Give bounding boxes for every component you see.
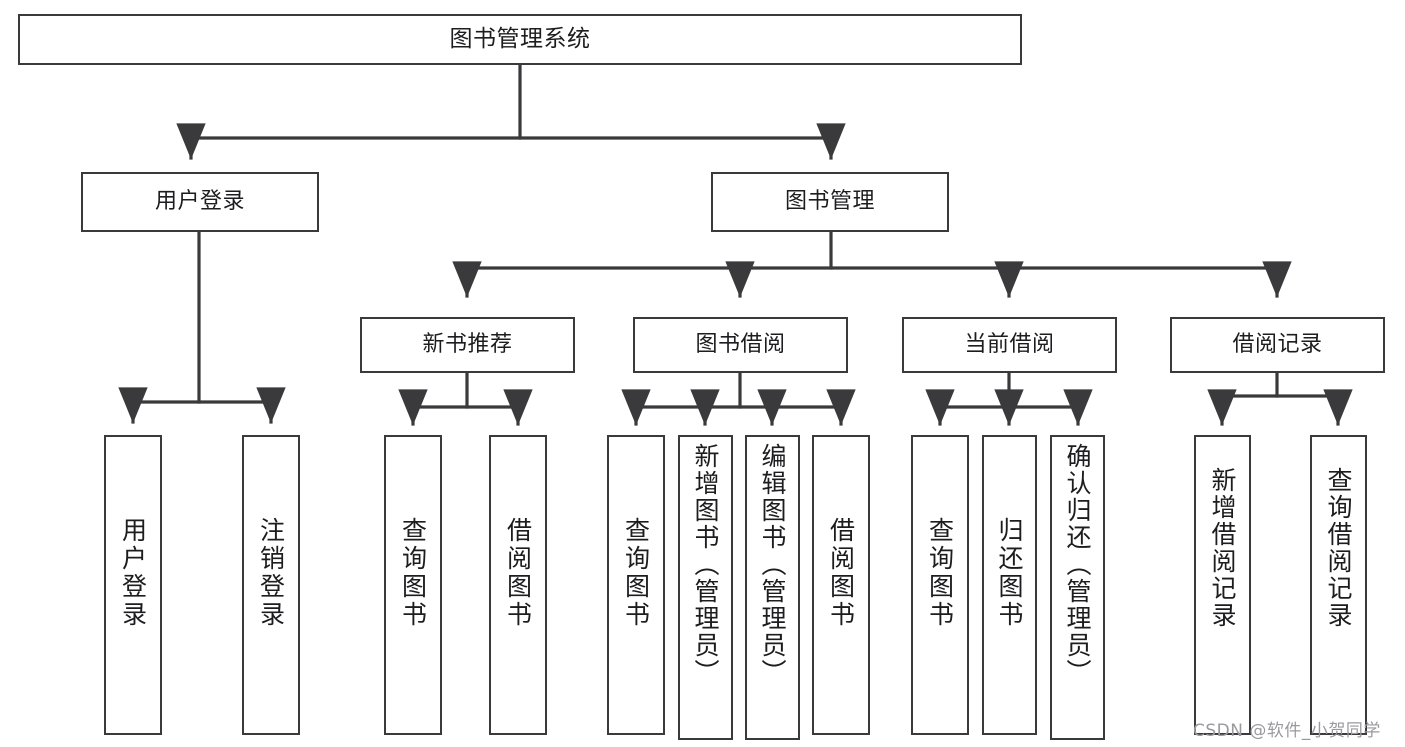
node-label: 图书借阅 [695,332,786,358]
node-new-book-recommend[interactable]: 新书推荐 [360,317,575,373]
leaf-borrow-lend-book[interactable]: 借阅图书 [812,435,870,735]
leaf-newbook-query-book[interactable]: 查询图书 [384,435,442,735]
leaf-current-query-book[interactable]: 查询图书 [911,435,969,735]
node-root-system[interactable]: 图书管理系统 [18,14,1022,65]
node-label: 查询图书 [925,517,955,629]
leaf-user-logout[interactable]: 注销登录 [242,435,300,735]
node-label: 注销登录 [256,517,286,629]
node-label: 借阅记录 [1232,332,1323,358]
node-label: 借阅图书 [503,517,533,629]
node-label: 用户登录 [118,517,148,629]
leaf-records-query-record[interactable]: 查询借阅记录 [1310,435,1367,735]
node-label: 查询借阅记录 [1324,467,1353,629]
leaf-borrow-add-book[interactable]: 新增图书（管理员） [678,435,733,740]
node-borrow-records[interactable]: 借阅记录 [1170,317,1385,373]
node-label: 编辑图书（管理员） [758,443,787,686]
node-label: 新书推荐 [422,332,513,358]
leaf-newbook-borrow-book[interactable]: 借阅图书 [489,435,547,735]
node-user-login[interactable]: 用户登录 [81,172,319,232]
node-current-borrow[interactable]: 当前借阅 [902,317,1117,373]
leaf-current-return-book[interactable]: 归还图书 [982,435,1037,735]
node-label: 确认归还（管理员） [1063,443,1092,686]
node-label: 新增借阅记录 [1208,467,1237,629]
node-label: 归还图书 [995,517,1024,629]
node-label: 当前借阅 [964,332,1055,358]
node-label: 查询图书 [398,517,428,629]
node-book-management[interactable]: 图书管理 [711,172,949,232]
node-label: 图书管理 [784,189,875,215]
leaf-borrow-query-book[interactable]: 查询图书 [607,435,665,735]
csdn-watermark: CSDN @软件_小贺同学 [1193,721,1381,741]
leaf-records-add-record[interactable]: 新增借阅记录 [1194,435,1251,735]
node-label: 新增图书（管理员） [691,443,720,686]
node-label: 图书管理系统 [449,26,591,53]
node-label: 用户登录 [154,189,245,215]
node-label: 查询图书 [621,517,651,629]
leaf-user-login[interactable]: 用户登录 [104,435,162,735]
node-label: 借阅图书 [826,517,856,629]
leaf-current-confirm-return[interactable]: 确认归还（管理员） [1050,435,1105,740]
leaf-borrow-edit-book[interactable]: 编辑图书（管理员） [745,435,800,740]
node-book-borrow[interactable]: 图书借阅 [633,317,848,373]
